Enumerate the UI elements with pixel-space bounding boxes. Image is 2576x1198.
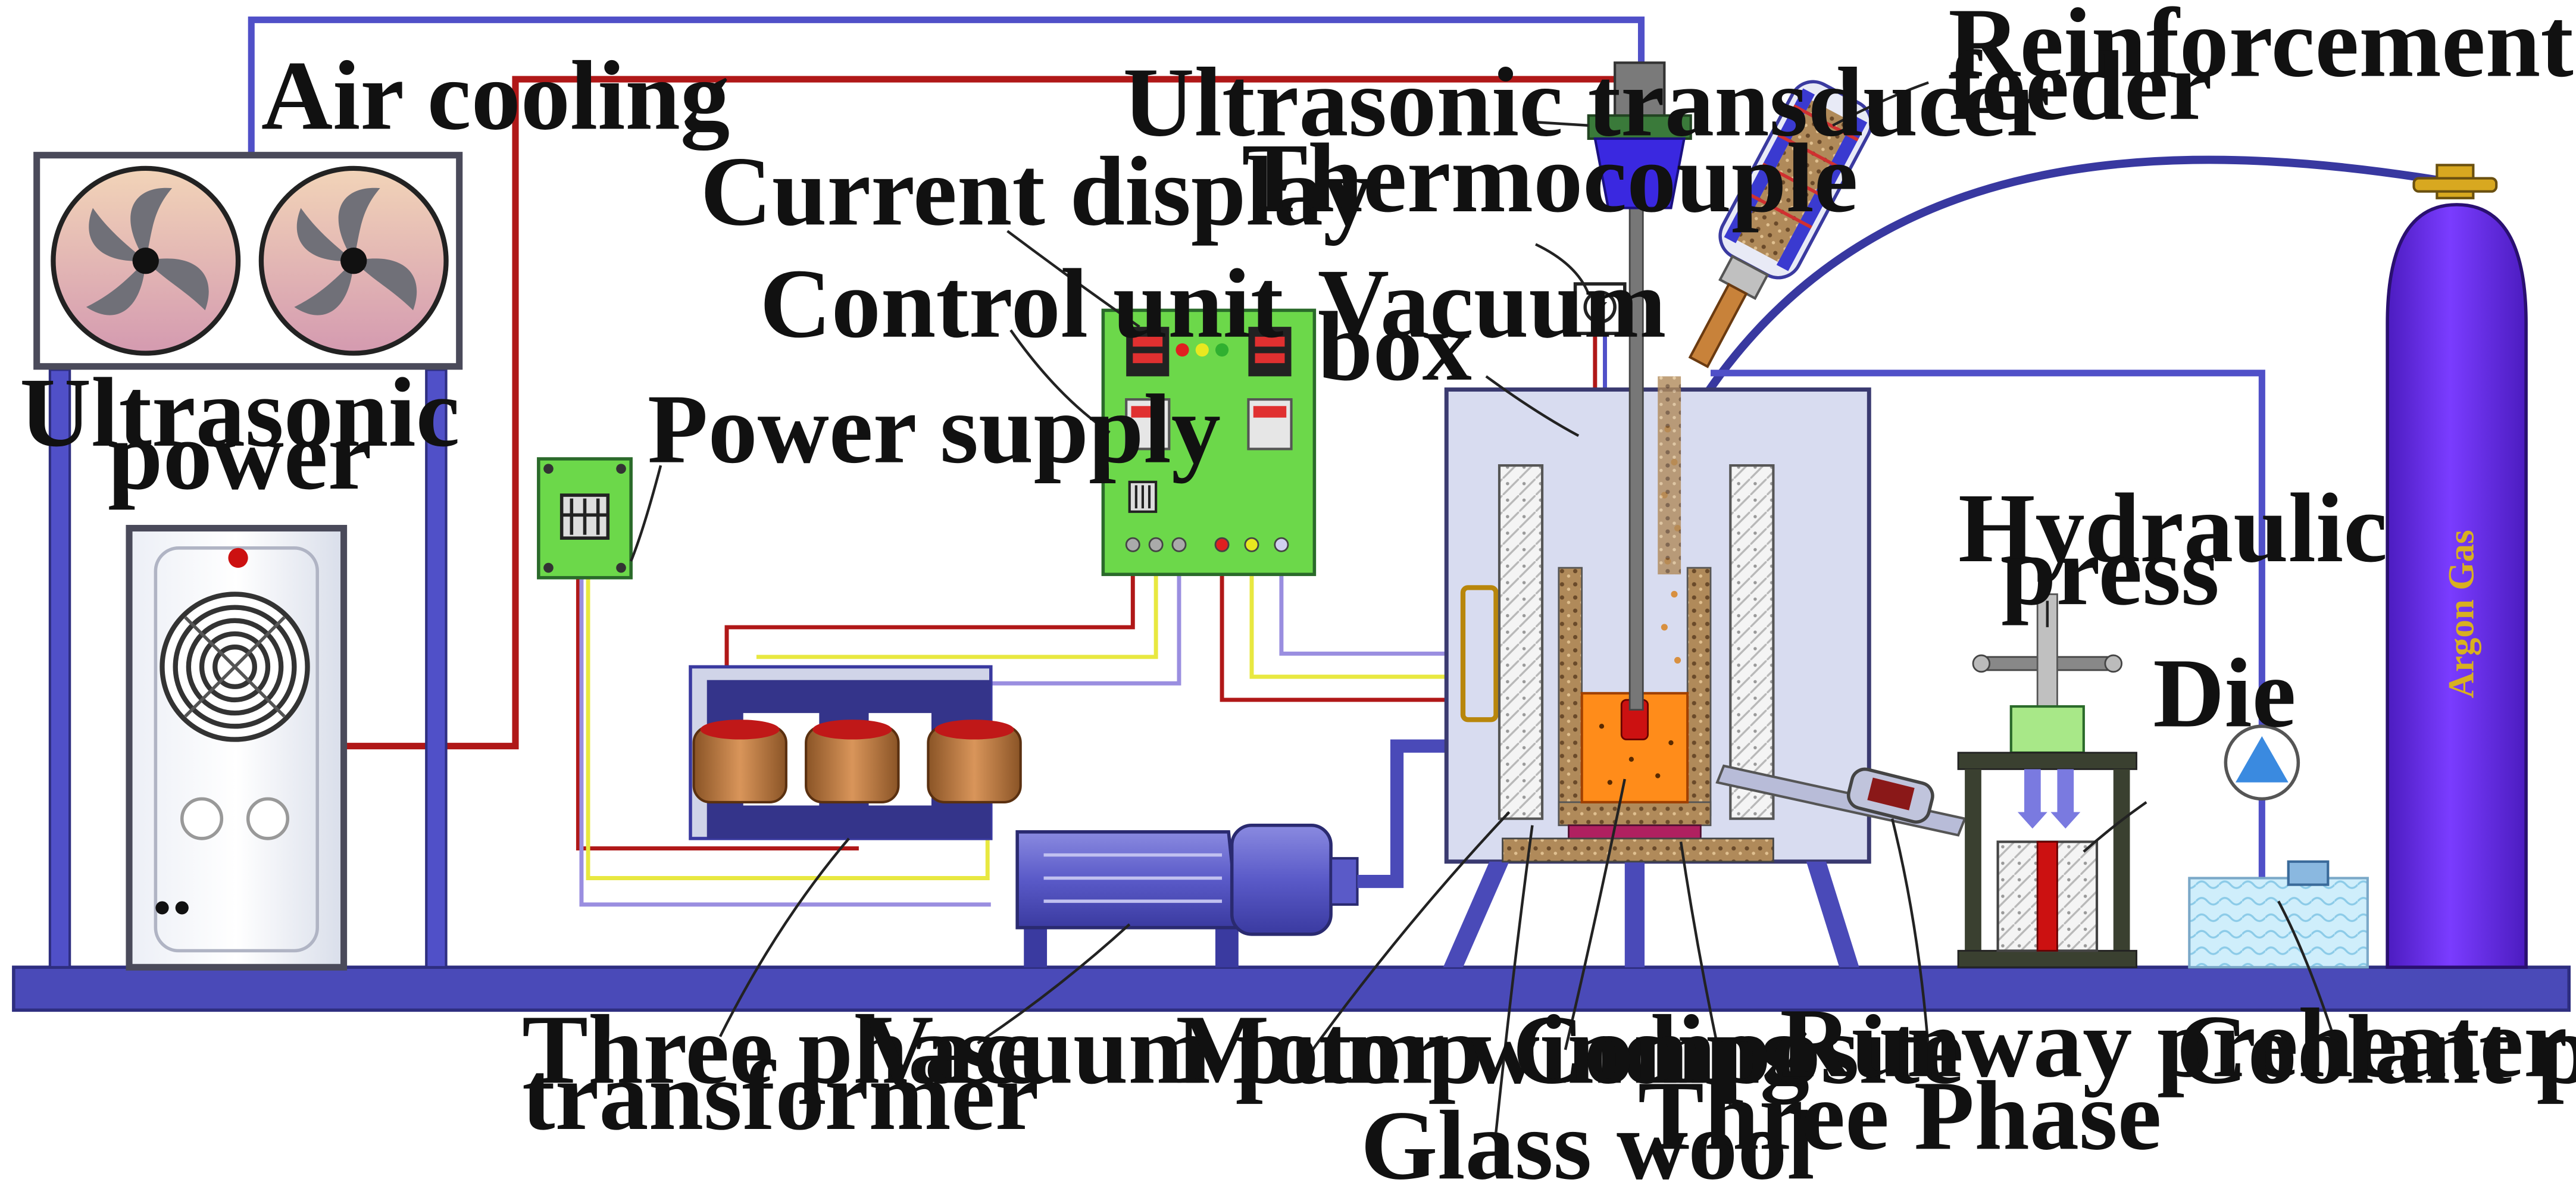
label-hydraulic-press-line1: Hydraulic <box>1958 473 2387 583</box>
label-current-display: Current display <box>701 136 1373 246</box>
label-hydraulic-press-line2: press <box>2001 516 2219 625</box>
label-ultrasonic-power-line1: Ultrasonic <box>20 358 459 467</box>
label-glass-wool: Glass wool <box>1361 1090 1815 1195</box>
label-three-phase: Three Phase <box>1638 1061 2162 1170</box>
label-reinforcement-feeder-line2: feeder <box>1948 31 2212 140</box>
ultrasonic-power-unit <box>126 524 348 971</box>
hydraulic-press <box>1957 593 2137 968</box>
callout-lines <box>630 81 2340 1133</box>
coolant-pump <box>2188 724 2369 969</box>
label-thermocouple: Thermocouple <box>1242 123 1858 233</box>
thermocouple-symbol: V <box>1593 298 1607 320</box>
label-air-cooling: Air cooling <box>261 40 730 151</box>
control-unit <box>1101 308 1317 576</box>
fan-grille-icon <box>160 592 310 742</box>
label-motor-winding: Motor winding <box>1176 994 1809 1105</box>
voltmeter-icon: V <box>1573 282 1627 336</box>
label-reinforcement-feeder-line1: Reinforcement <box>1948 0 2573 98</box>
pump-triangle-icon <box>2224 724 2300 801</box>
label-ultrasonic-transducer: Ultrasonic transducer <box>1123 47 2050 157</box>
vacuum-pump <box>1015 739 1496 968</box>
fan-icon <box>51 165 241 356</box>
label-runway-preheater: Runway preheater <box>1780 988 2567 1097</box>
air-cooling-unit <box>33 152 463 969</box>
ultrasonic-transducer <box>1587 61 1692 209</box>
label-composite: Composite <box>1512 994 1964 1104</box>
label-vacuum-box-line1: Vacuum <box>1318 249 1667 358</box>
label-coolant-pump: Coolant pump <box>2176 994 2576 1104</box>
vacuum-box <box>1443 197 1871 968</box>
base-table <box>12 965 2571 1012</box>
label-power-supply: Power supply <box>648 374 1221 484</box>
reinforcement-feeder <box>1688 80 1873 368</box>
label-three-phase-transformer-line1: Three phase <box>522 994 1040 1104</box>
gas-cylinder-icon: Argon Gas <box>2386 164 2528 969</box>
label-ultrasonic-power-line2: power <box>108 401 372 510</box>
runway-preheater <box>1715 764 1967 837</box>
label-control-unit: Control unit <box>759 249 1283 358</box>
fan-icon <box>258 165 449 356</box>
argon-gas-label: Argon Gas <box>2441 530 2481 698</box>
power-supply-unit <box>537 457 633 580</box>
wiring <box>248 16 2448 907</box>
label-vacuum-box-line2: box <box>1318 292 1472 401</box>
label-die: Die <box>2153 638 2296 747</box>
label-three-phase-transformer-line2: transformer <box>522 1041 1039 1150</box>
labels: Air cooling Ultrasonic power Power suppl… <box>20 0 2576 1198</box>
label-vacuum-pump: Vacuum pump <box>862 994 1483 1104</box>
three-phase-transformer <box>689 665 1022 840</box>
